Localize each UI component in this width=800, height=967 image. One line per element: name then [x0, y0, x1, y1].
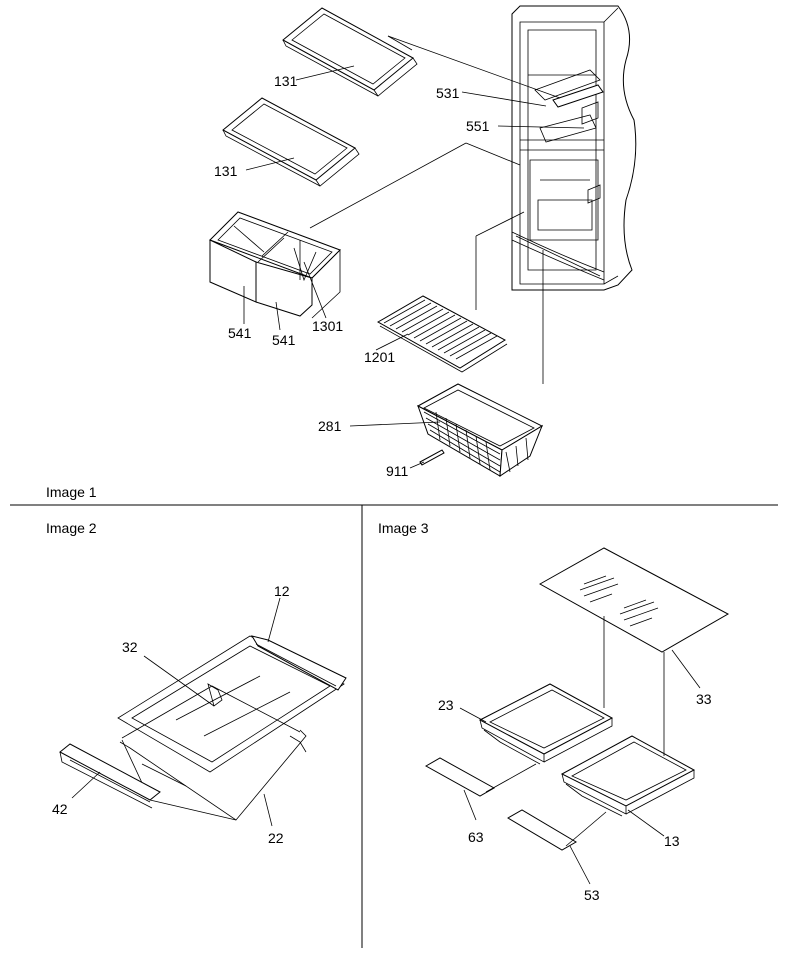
basket-clip-911 — [419, 449, 445, 466]
label-42: 42 — [52, 801, 68, 817]
cover-glass-33 — [538, 547, 730, 653]
label-33: 33 — [696, 691, 712, 707]
image2-panel: Image 2 — [46, 520, 347, 846]
caption-image3: Image 3 — [378, 520, 429, 536]
label-1201: 1201 — [364, 349, 395, 365]
label-23: 23 — [438, 697, 454, 713]
glass-shelf-131-lower — [222, 97, 360, 187]
label-281: 281 — [318, 418, 342, 434]
label-12: 12 — [274, 583, 290, 599]
label-131-lower: 131 — [214, 163, 238, 179]
crisper-drawers — [209, 211, 341, 319]
image1-panel: 131 131 531 551 541 541 1301 1201 281 91… — [46, 5, 637, 500]
refrigerator-cabinet — [511, 5, 637, 291]
caption-image1: Image 1 — [46, 484, 97, 500]
handle-63 — [424, 757, 496, 797]
label-531: 531 — [436, 85, 460, 101]
drawer-13 — [560, 735, 696, 817]
caption-image2: Image 2 — [46, 520, 97, 536]
drawer-23 — [478, 683, 614, 765]
label-911: 911 — [386, 463, 409, 479]
label-1301: 1301 — [312, 318, 343, 334]
glass-shelf-131-top — [282, 7, 418, 97]
label-32: 32 — [122, 639, 138, 655]
label-541-right: 541 — [272, 332, 296, 348]
image3-panel: Image 3 — [378, 520, 730, 903]
label-63: 63 — [468, 829, 484, 845]
wire-shelf-1201 — [376, 295, 508, 373]
label-53: 53 — [584, 887, 600, 903]
image1-leader-lines — [243, 35, 585, 469]
wire-basket-281 — [416, 383, 544, 477]
image3-leader-lines — [459, 616, 701, 885]
label-22: 22 — [268, 830, 284, 846]
label-541-left: 541 — [228, 325, 252, 341]
label-13: 13 — [664, 833, 680, 849]
shelf-assembly — [59, 635, 347, 821]
image2-leader-lines — [71, 597, 281, 827]
label-131-top: 131 — [274, 73, 298, 89]
handle-53 — [507, 809, 577, 851]
label-551: 551 — [466, 118, 490, 134]
